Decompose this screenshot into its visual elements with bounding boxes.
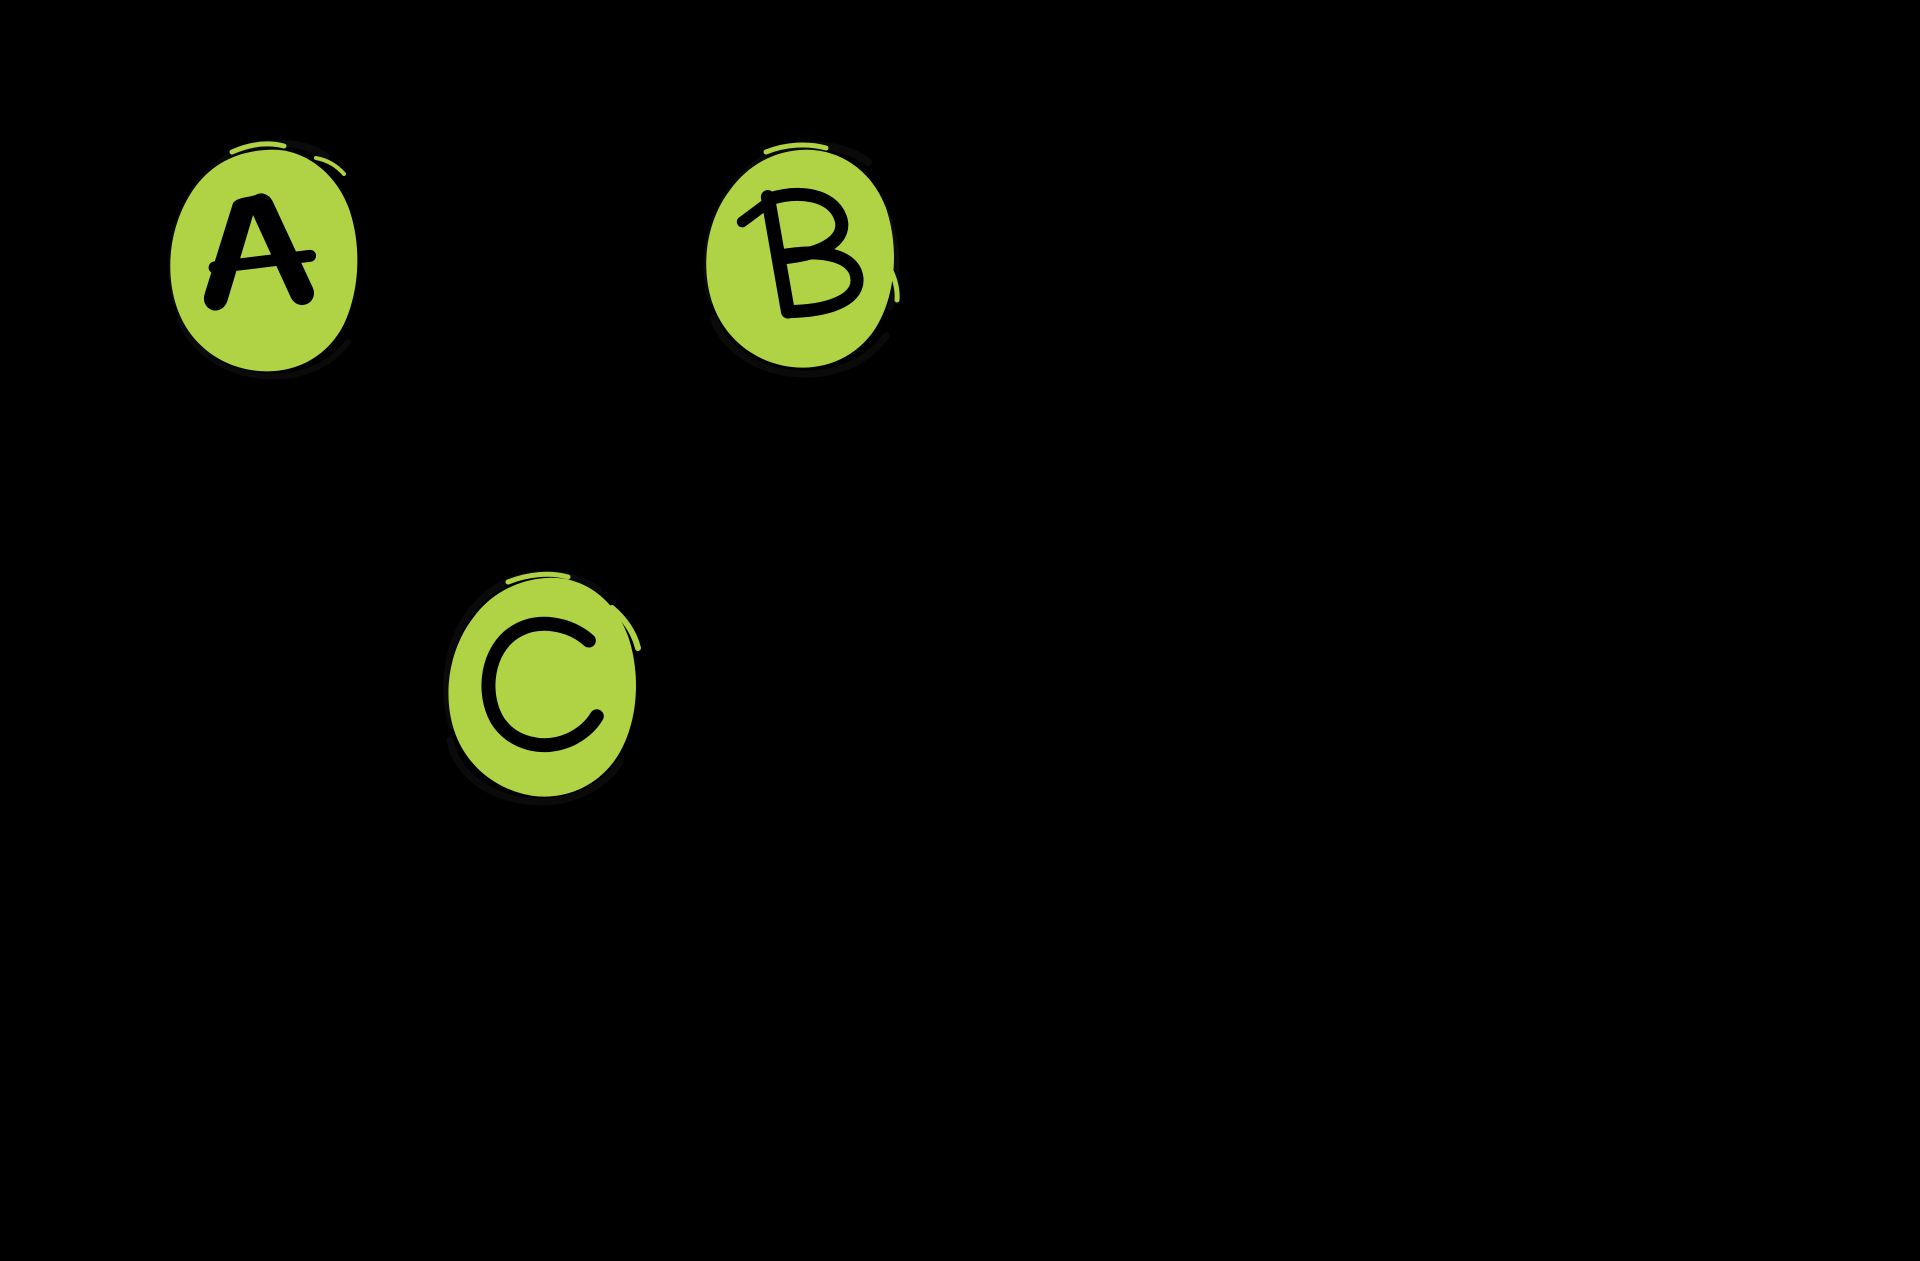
node-a-letter-crossbar <box>208 249 317 274</box>
node-b-ink-flick <box>763 142 829 155</box>
node-a-ink-flick <box>229 141 287 155</box>
node-b-sketch-outline-secondary <box>710 314 890 378</box>
graph-node-a[interactable]: A <box>168 139 358 380</box>
node-c-letter-glyph <box>481 616 604 753</box>
node-b-letter-lower-bowl <box>773 246 864 319</box>
node-b-letter-entry-stroke <box>736 194 778 228</box>
node-c-sketch-outline-secondary <box>446 736 624 806</box>
node-a-sketch-outline-secondary <box>177 315 351 380</box>
node-c-ink-flick-secondary <box>609 605 641 651</box>
node-b-ink-flick-secondary <box>883 259 900 303</box>
node-a-ink-flick-secondary <box>314 156 346 176</box>
node-c-ink-flick <box>505 571 571 585</box>
graph-node-c[interactable]: C <box>443 570 641 806</box>
graph-node-b[interactable]: B <box>703 141 900 378</box>
